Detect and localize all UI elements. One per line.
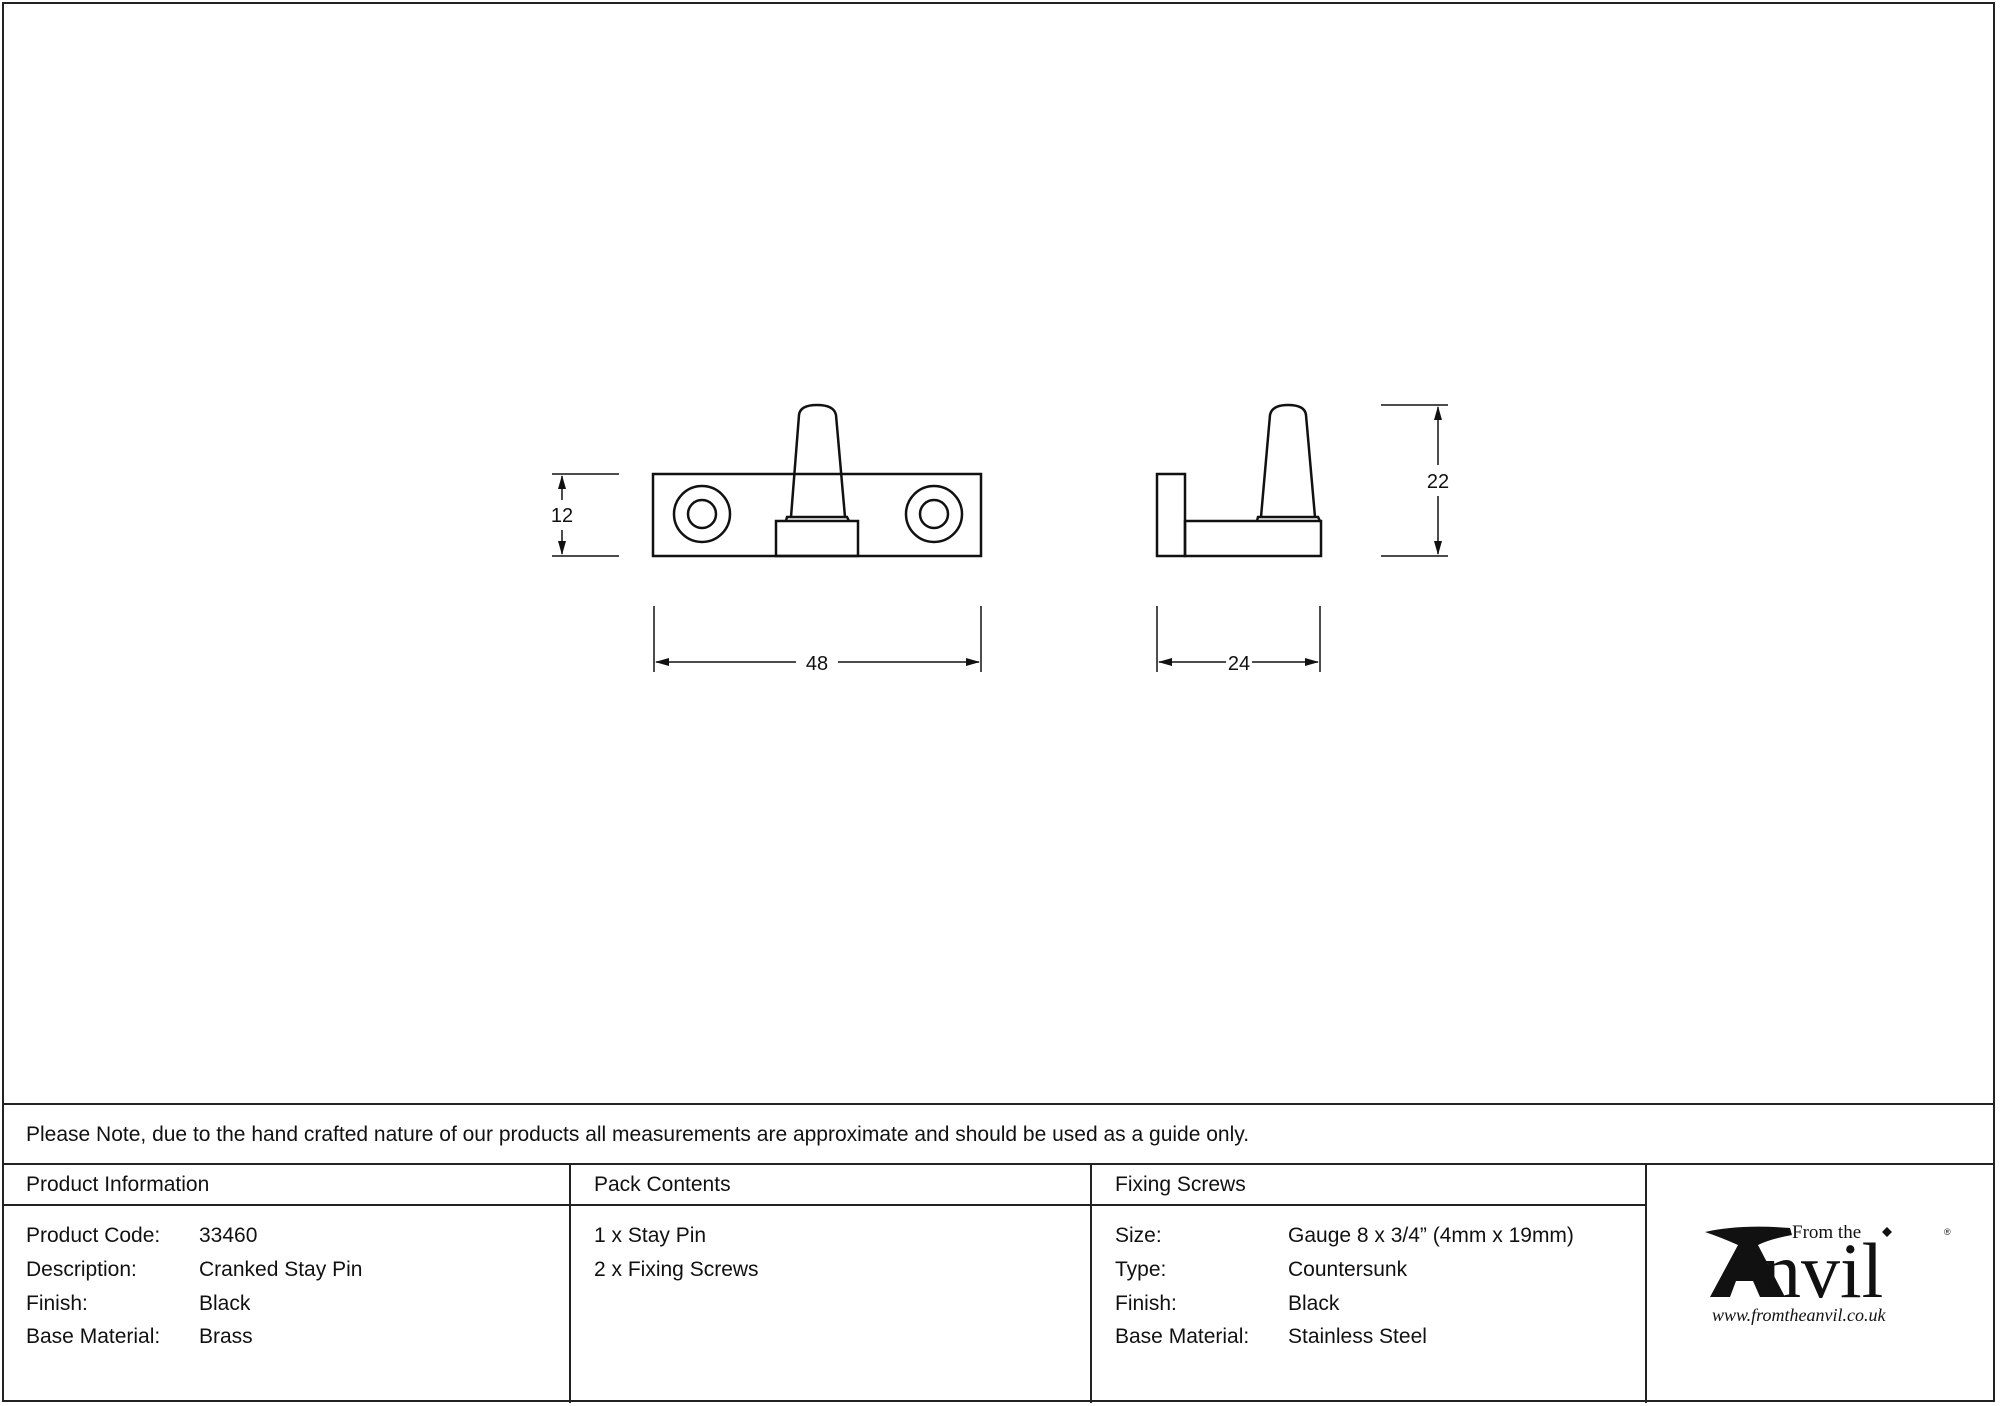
screw-type-value: Countersunk	[1288, 1258, 1408, 1281]
side-height-dimension	[1381, 404, 1448, 557]
description-value: Cranked Stay Pin	[199, 1258, 363, 1281]
finish-label: Finish:	[26, 1292, 88, 1315]
measurement-note: Please Note, due to the hand crafted nat…	[26, 1123, 1250, 1146]
logo-brand-text: nvil	[1762, 1227, 1883, 1314]
column-divider-1	[569, 1163, 571, 1403]
description-label: Description:	[26, 1258, 137, 1281]
front-width-label: 48	[806, 653, 828, 675]
heading-divider	[2, 1204, 1647, 1206]
side-width-label: 24	[1228, 653, 1250, 675]
screw-size-label: Size:	[1115, 1224, 1162, 1247]
front-height-label: 12	[551, 505, 573, 527]
screw-material-label: Base Material:	[1115, 1325, 1250, 1348]
diamond-icon	[1882, 1227, 1892, 1237]
pack-contents-heading: Pack Contents	[594, 1173, 731, 1196]
technical-drawing: 12 48 22 24	[551, 403, 1449, 675]
logo-url: www.fromtheanvil.co.uk	[1712, 1305, 1886, 1325]
logo-divider	[1645, 1163, 1647, 1403]
product-information-heading: Product Information	[26, 1173, 210, 1196]
front-height-dimension	[552, 473, 619, 557]
pack-item: 1 x Stay Pin	[594, 1224, 707, 1247]
note-divider	[2, 1163, 1995, 1165]
product-code-value: 33460	[199, 1224, 258, 1247]
screw-finish-label: Finish:	[1115, 1292, 1177, 1315]
registered-mark: ®	[1944, 1227, 1951, 1237]
pack-item: 2 x Fixing Screws	[594, 1258, 759, 1281]
side-view	[1155, 403, 1323, 558]
base-material-label: Base Material:	[26, 1325, 161, 1348]
side-width-dimension	[1156, 606, 1321, 672]
fixing-screws-heading: Fixing Screws	[1115, 1173, 1246, 1196]
from-the-anvil-logo: From the nvil ® www.fromtheanvil.co.uk	[1705, 1225, 1951, 1325]
base-material-value: Brass	[199, 1325, 253, 1348]
screw-material-value: Stainless Steel	[1288, 1325, 1427, 1348]
front-width-dimension	[653, 606, 982, 672]
finish-value: Black	[199, 1292, 251, 1315]
column-divider-2	[1090, 1163, 1092, 1403]
side-height-label: 22	[1427, 471, 1449, 493]
panel-top-divider	[2, 1103, 1995, 1105]
logo-from-the: From the	[1792, 1225, 1861, 1243]
screw-type-label: Type:	[1115, 1258, 1167, 1281]
anvil-icon	[1705, 1226, 1792, 1297]
product-code-label: Product Code:	[26, 1224, 161, 1247]
front-view	[651, 403, 983, 558]
screw-finish-value: Black	[1288, 1292, 1340, 1315]
screw-size-value: Gauge 8 x 3/4” (4mm x 19mm)	[1288, 1224, 1574, 1247]
